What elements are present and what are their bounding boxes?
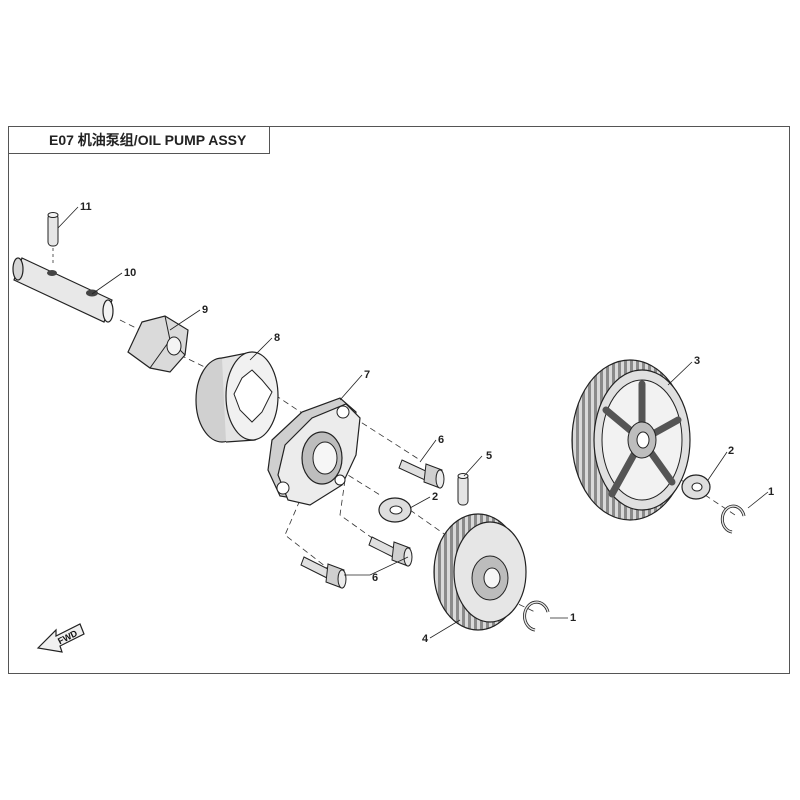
inner-rotor-part-9 xyxy=(127,315,189,373)
bolt-part-6-upper xyxy=(398,459,445,489)
callout-2-right: 2 xyxy=(728,445,734,457)
outer-rotor-part-8 xyxy=(195,351,279,443)
callout-5: 5 xyxy=(486,450,492,462)
shaft-part-10 xyxy=(12,257,114,323)
forward-direction-arrow-icon: FWD xyxy=(36,623,85,653)
pin-part-11 xyxy=(47,212,59,265)
callout-9: 9 xyxy=(202,304,208,316)
callout-11: 11 xyxy=(80,201,92,213)
callout-1-right: 1 xyxy=(768,486,774,498)
callout-4: 4 xyxy=(422,633,429,645)
diagram-frame xyxy=(8,126,790,674)
large-gear-part-3 xyxy=(571,359,691,521)
washer-part-2-right xyxy=(681,474,711,500)
pump-cover-part-7 xyxy=(267,397,361,506)
circlip-part-1-right xyxy=(720,504,746,534)
circlip-part-1-lower xyxy=(523,600,550,632)
bolt-part-6-middle xyxy=(368,536,413,567)
washer-part-2-left xyxy=(378,497,412,523)
dowel-pin-part-5 xyxy=(457,473,469,506)
callout-1-lower: 1 xyxy=(570,612,576,624)
leader-lines xyxy=(57,206,769,639)
callout-3: 3 xyxy=(694,355,700,367)
callout-7: 7 xyxy=(364,369,370,381)
callout-8: 8 xyxy=(274,332,280,344)
diagram-title: E07 机油泵组/OIL PUMP ASSY xyxy=(8,126,270,154)
callout-10: 10 xyxy=(124,267,136,279)
bolt-part-6-lower xyxy=(300,556,347,589)
callout-6-upper: 6 xyxy=(438,434,444,446)
callout-6-lower: 6 xyxy=(372,572,378,584)
small-gear-part-4 xyxy=(433,513,527,631)
callout-2-left: 2 xyxy=(432,491,438,503)
